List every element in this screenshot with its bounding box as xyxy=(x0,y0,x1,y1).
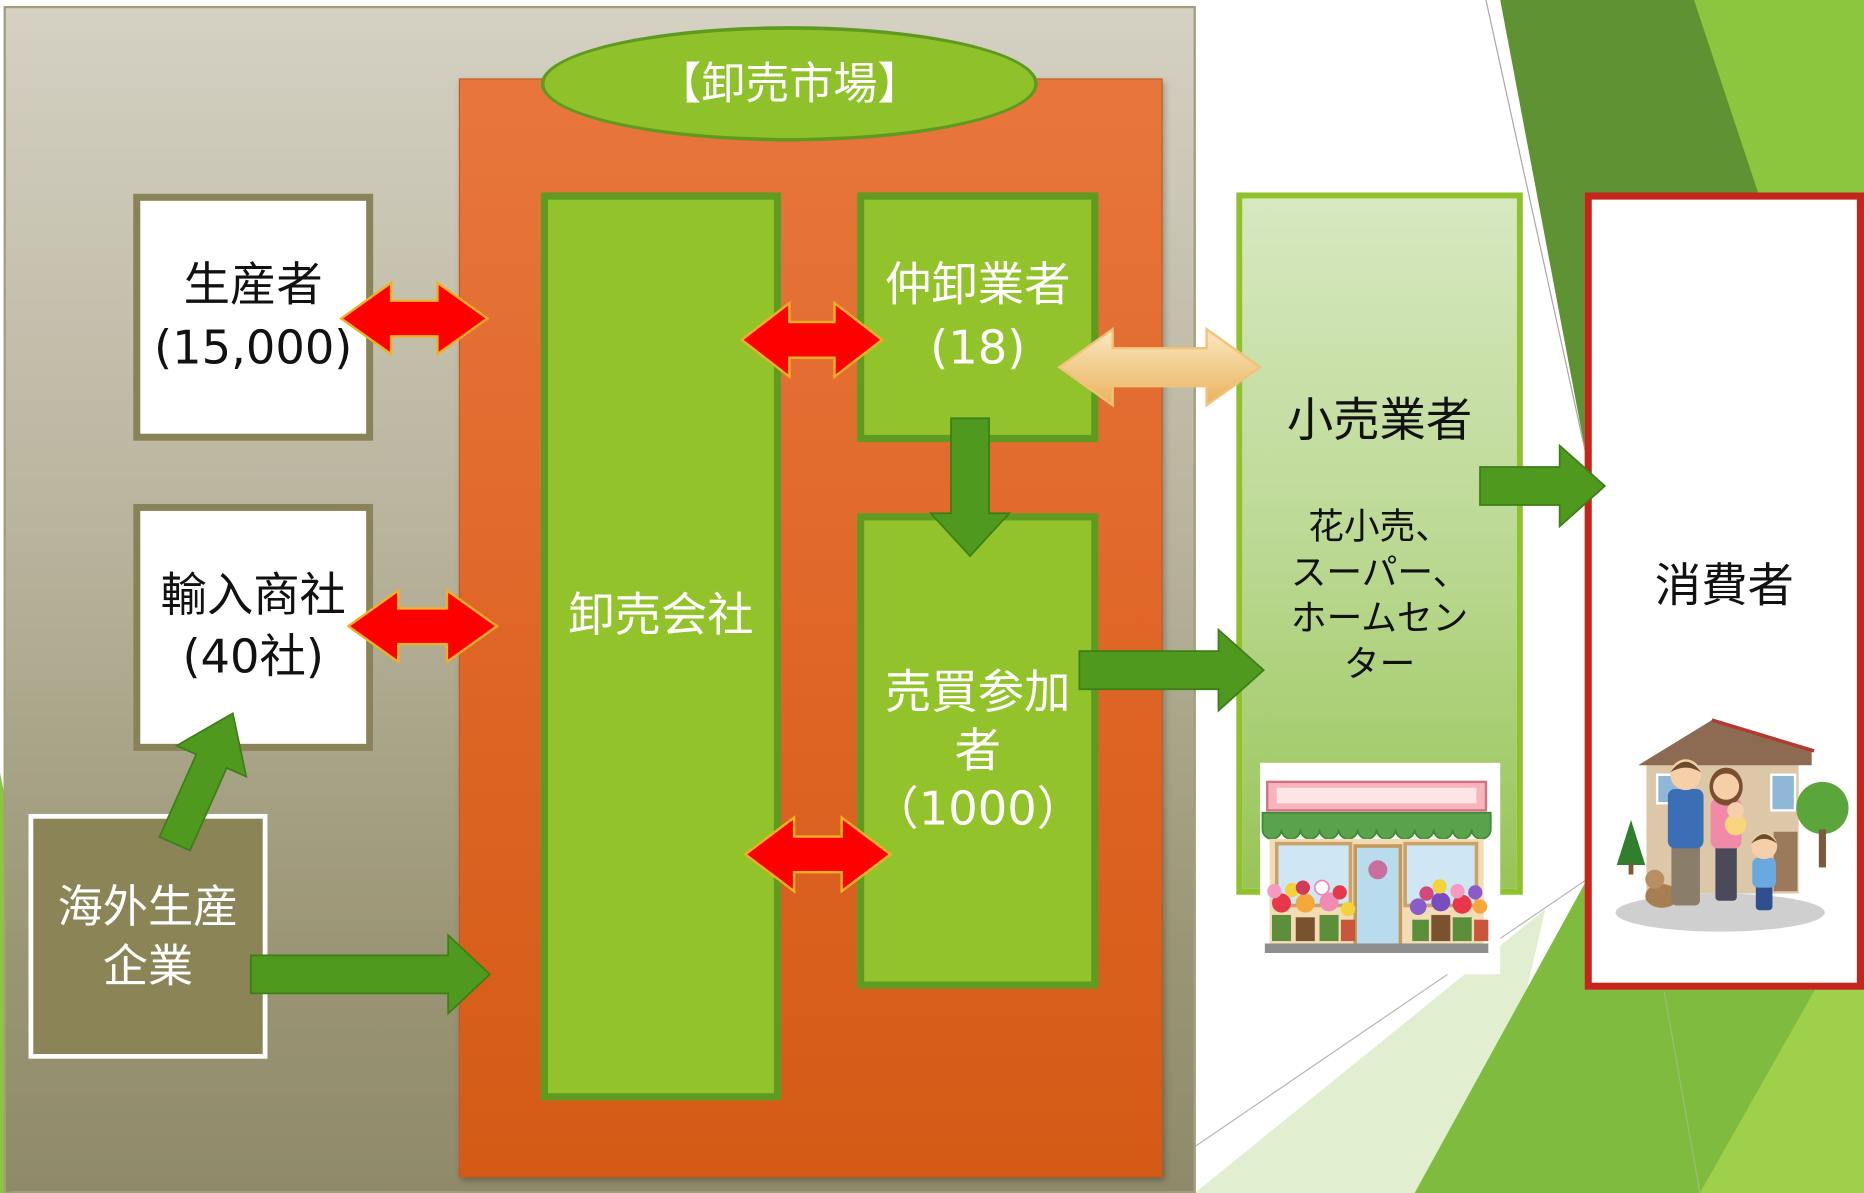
flower xyxy=(1319,892,1339,912)
facet-bottom-pale xyxy=(1194,909,1546,1193)
flower xyxy=(1295,893,1315,913)
consumers-box: 消費者 xyxy=(1584,192,1864,990)
flower-bucket xyxy=(1340,919,1356,942)
wholesale-company-label: 卸売会社 xyxy=(568,588,754,643)
importers-count: (40社) xyxy=(182,630,324,685)
producers-count: (15,000) xyxy=(154,322,353,376)
retailer-type: ホームセン xyxy=(1290,598,1469,640)
flower-bucket xyxy=(1412,919,1429,942)
flower-bucket xyxy=(1452,917,1472,942)
retailers-label: 小売業者 xyxy=(1286,394,1473,448)
retailer-type: 花小売、 xyxy=(1308,506,1451,548)
flower-bucket xyxy=(1474,919,1489,942)
producers-label: 生産者 xyxy=(183,259,323,313)
buyers-label-line2: 者 xyxy=(954,724,1001,778)
shop-base xyxy=(1264,943,1489,953)
intermediate-wholesalers-label: 仲卸業者 xyxy=(885,259,1071,313)
overseas-label-line2: 企業 xyxy=(102,939,194,993)
flower xyxy=(1431,892,1451,912)
flower-bucket xyxy=(1431,914,1451,942)
flower xyxy=(1340,901,1356,917)
buyers-label-line1: 売買参加 xyxy=(885,666,1071,720)
facet-line-bottom xyxy=(1194,878,1588,1148)
retailer-types-list: 花小売、 スーパー、 ホームセン ター xyxy=(1242,505,1517,689)
flower-bucket xyxy=(1319,914,1339,942)
intermediate-wholesalers-count: (18) xyxy=(930,322,1026,376)
flower-bucket xyxy=(1271,914,1292,942)
wholesale-company-box: 卸売会社 xyxy=(540,192,782,1101)
overseas-producers-box: 海外生産 企業 xyxy=(28,813,268,1059)
authorized-buyers-box: 売買参加 者 （1000） xyxy=(857,513,1099,989)
retailer-type: ター xyxy=(1343,644,1416,686)
flower xyxy=(1409,898,1427,915)
retailers-box: 小売業者 花小売、 スーパー、 ホームセン ター xyxy=(1236,192,1523,895)
retailer-type: スーパー、 xyxy=(1290,552,1469,594)
importers-label: 輸入商社 xyxy=(160,569,346,623)
intermediate-wholesalers-box: 仲卸業者 (18) xyxy=(857,192,1099,443)
flower-bucket xyxy=(1295,917,1315,942)
overseas-label-line1: 海外生産 xyxy=(57,880,239,933)
market-title-ellipse: 【卸売市場】 xyxy=(540,26,1038,142)
consumers-label: 消費者 xyxy=(1654,559,1794,614)
flower xyxy=(1452,894,1472,914)
producers-box: 生産者 (15,000) xyxy=(133,193,374,441)
flower xyxy=(1472,899,1488,914)
importers-box: 輸入商社 (40社) xyxy=(133,503,374,751)
market-title: 【卸売市場】 xyxy=(657,57,922,109)
facet-line-right xyxy=(1663,992,1701,1193)
flower xyxy=(1271,893,1292,913)
buyers-count: （1000） xyxy=(872,782,1084,836)
